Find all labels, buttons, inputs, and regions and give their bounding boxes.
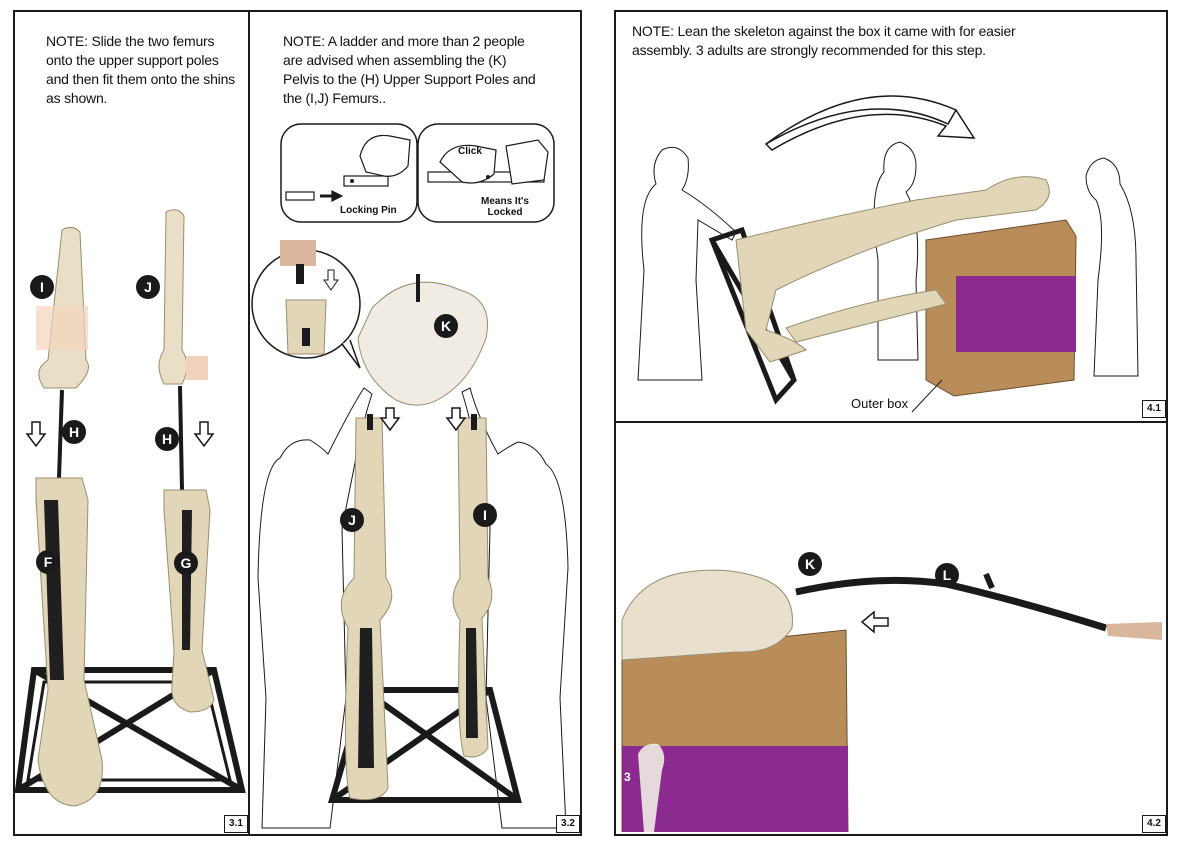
- panel-3-2-note: NOTE: A ladder and more than 2 people ar…: [283, 33, 536, 106]
- label-badge-shin-g: G: [174, 551, 198, 575]
- step-number-4-2: 4.2: [1142, 815, 1166, 833]
- label-badge-shin-f: F: [36, 550, 60, 574]
- left-page-divider: [248, 10, 250, 836]
- outer-box-callout: Outer box: [851, 396, 909, 411]
- panel-3-2-illustration: [251, 240, 569, 829]
- step-number-3-1: 3.1: [224, 815, 248, 833]
- step-number-3-2: 3.2: [556, 815, 580, 833]
- femur-left: [36, 226, 89, 389]
- label-badge-femur-i-3-2: I: [473, 503, 497, 527]
- label-badge-femur-j-3-2: J: [340, 508, 364, 532]
- inset-means-locked-label: Means It's Locked: [481, 196, 529, 218]
- panel-3-1-note: NOTE: Slide the two femurs onto the uppe…: [46, 33, 235, 106]
- label-badge-pelvis-k-4-2: K: [798, 552, 822, 576]
- box-front-number: 3: [624, 770, 631, 784]
- label-badge-femur-i: I: [30, 275, 54, 299]
- femur-right: [158, 209, 208, 385]
- locking-pin-inset: [280, 123, 555, 223]
- right-page-divider: [614, 421, 1168, 423]
- panel-4-1-note: NOTE: Lean the skeleton against the box …: [632, 23, 1016, 58]
- step-number-4-1: 4.1: [1142, 400, 1166, 418]
- label-badge-femur-j: J: [136, 275, 160, 299]
- panel-4-2-illustration: [621, 569, 1162, 832]
- shin-right: [163, 489, 215, 713]
- label-badge-pole-l: L: [935, 563, 959, 587]
- shin-left: [35, 477, 103, 807]
- inset-click-label: Click: [458, 146, 482, 157]
- label-badge-pole-h-left: H: [62, 420, 86, 444]
- panel-3-1-illustration: [14, 209, 246, 807]
- down-arrows: [25, 421, 215, 448]
- label-badge-pole-h-right: H: [155, 427, 179, 451]
- panel-4-1-illustration: [637, 95, 1139, 413]
- label-badge-pelvis-k: K: [434, 314, 458, 338]
- inset-locking-pin-label: Locking Pin: [340, 205, 397, 216]
